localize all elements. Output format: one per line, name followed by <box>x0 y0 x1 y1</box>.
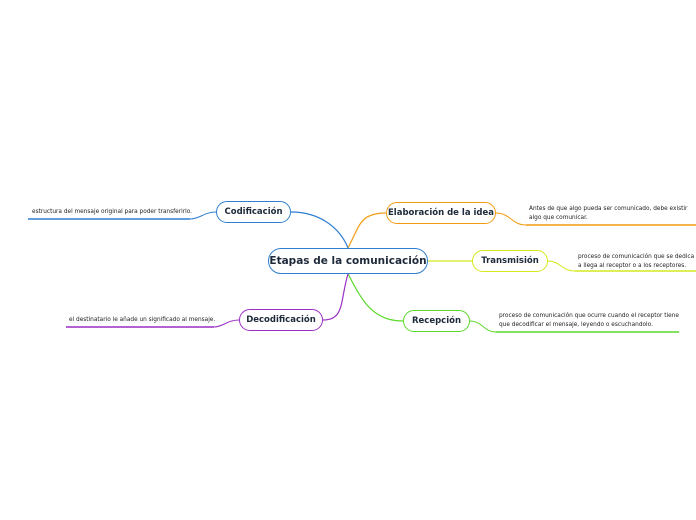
topic-transmision[interactable]: Transmisión <box>472 250 548 272</box>
link-decodificacion <box>322 273 349 321</box>
topic-recepcion[interactable]: Recepción <box>403 310 470 332</box>
note-decodificacion: el destinatario le añade un significado … <box>69 317 216 323</box>
note-link-decodificacion <box>213 319 240 328</box>
note-recepcion: proceso de comunicación que ocurre cuand… <box>499 313 679 328</box>
link-elaboracion <box>347 212 387 249</box>
note-link-transmision <box>547 260 576 272</box>
note-link-elaboracion <box>495 212 527 226</box>
topic-codificacion[interactable]: Codificación <box>216 201 291 223</box>
note-link-recepcion <box>469 320 497 333</box>
central-topic[interactable]: Etapas de la comunicación <box>268 248 428 274</box>
link-codificacion <box>290 211 349 249</box>
note-link-codificacion <box>189 211 217 220</box>
note-transmision: proceso de comunicación que se dedica a … <box>578 254 695 269</box>
topic-decodificacion[interactable]: Decodificación <box>239 309 323 331</box>
note-elaboracion: Antes de que algo pueda ser comunicado, … <box>529 206 688 221</box>
topic-elaboracion[interactable]: Elaboración de la idea <box>386 202 496 224</box>
link-recepcion <box>347 273 404 322</box>
note-codificacion: estructura del mensaje original para pod… <box>32 209 193 215</box>
